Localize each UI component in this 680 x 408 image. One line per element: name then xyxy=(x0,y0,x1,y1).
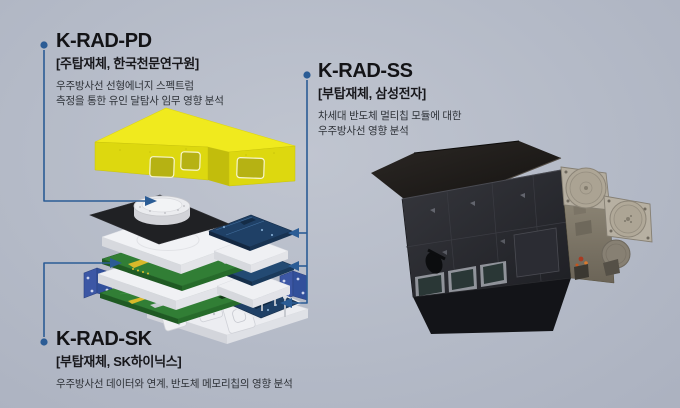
label-sk-desc-line1: 우주방사선 데이터와 연계, 반도체 메모리칩의 영향 분석 xyxy=(56,378,293,390)
label-k-rad-sk: K-RAD-SK [부탑재체, SK하이닉스] 우주방사선 데이터와 연계, 반… xyxy=(56,329,293,392)
arrowhead-pd xyxy=(145,196,157,206)
label-sk-description: 우주방사선 데이터와 연계, 반도체 메모리칩의 영향 분석 xyxy=(56,377,293,392)
label-ss-title: K-RAD-SS xyxy=(318,60,413,82)
label-pd-desc-line2: 측정을 통한 유인 달탐사 임무 영향 분석 xyxy=(56,94,224,107)
label-k-rad-ss: K-RAD-SS [부탑재체, 삼성전자] 차세대 반도체 멀티칩 모듈에 대한… xyxy=(318,60,462,139)
satellite-render xyxy=(371,140,653,334)
leader-line-sk xyxy=(43,262,110,337)
label-sk-title: K-RAD-SK xyxy=(56,328,152,350)
leader-line-ss xyxy=(292,80,308,304)
label-k-rad-pd: K-RAD-PD [주탑재체, 한국천문연구원] 우주방사선 선형에너지 스펙트… xyxy=(56,31,224,109)
label-ss-subtitle: [부탑재체, 삼성전자] xyxy=(318,86,426,101)
label-pd-subtitle: [주탑재체, 한국천문연구원] xyxy=(56,56,199,71)
label-pd-desc-line1: 우주방사선 선형에너지 스펙트럼 xyxy=(56,80,194,92)
antenna-plate-right xyxy=(603,195,653,243)
bullet-sk xyxy=(40,338,48,346)
arrowhead-sk xyxy=(110,258,122,268)
leader-markers xyxy=(40,41,311,346)
arrowhead-ss-2 xyxy=(288,261,299,271)
antenna-dish-lower xyxy=(601,239,631,276)
label-pd-description: 우주방사선 선형에너지 스펙트럼 측정을 통한 유인 달탐사 임무 영향 분석 xyxy=(56,79,224,109)
blue-pcb-top xyxy=(208,214,293,251)
payload-cover xyxy=(94,107,296,187)
exploded-payload-stack xyxy=(83,107,309,344)
arrowhead-ss-1 xyxy=(288,228,299,238)
label-ss-desc-line2: 우주방사선 영향 분석 xyxy=(318,124,409,137)
label-ss-desc-line1: 차세대 반도체 멀티칩 모듈에 대한 xyxy=(318,110,462,122)
bullet-pd xyxy=(40,41,48,49)
label-sk-subtitle: [부탑재체, SK하이닉스] xyxy=(56,354,182,369)
leader-lines xyxy=(43,50,308,337)
satellite-body xyxy=(401,169,572,334)
label-pd-title: K-RAD-PD xyxy=(56,30,152,52)
leader-line-pd xyxy=(43,50,145,202)
arrowhead-ss-3 xyxy=(280,298,292,308)
bullet-ss xyxy=(303,71,311,79)
label-ss-description: 차세대 반도체 멀티칩 모듈에 대한 우주방사선 영향 분석 xyxy=(318,109,462,139)
antenna-plate-top xyxy=(560,166,611,211)
